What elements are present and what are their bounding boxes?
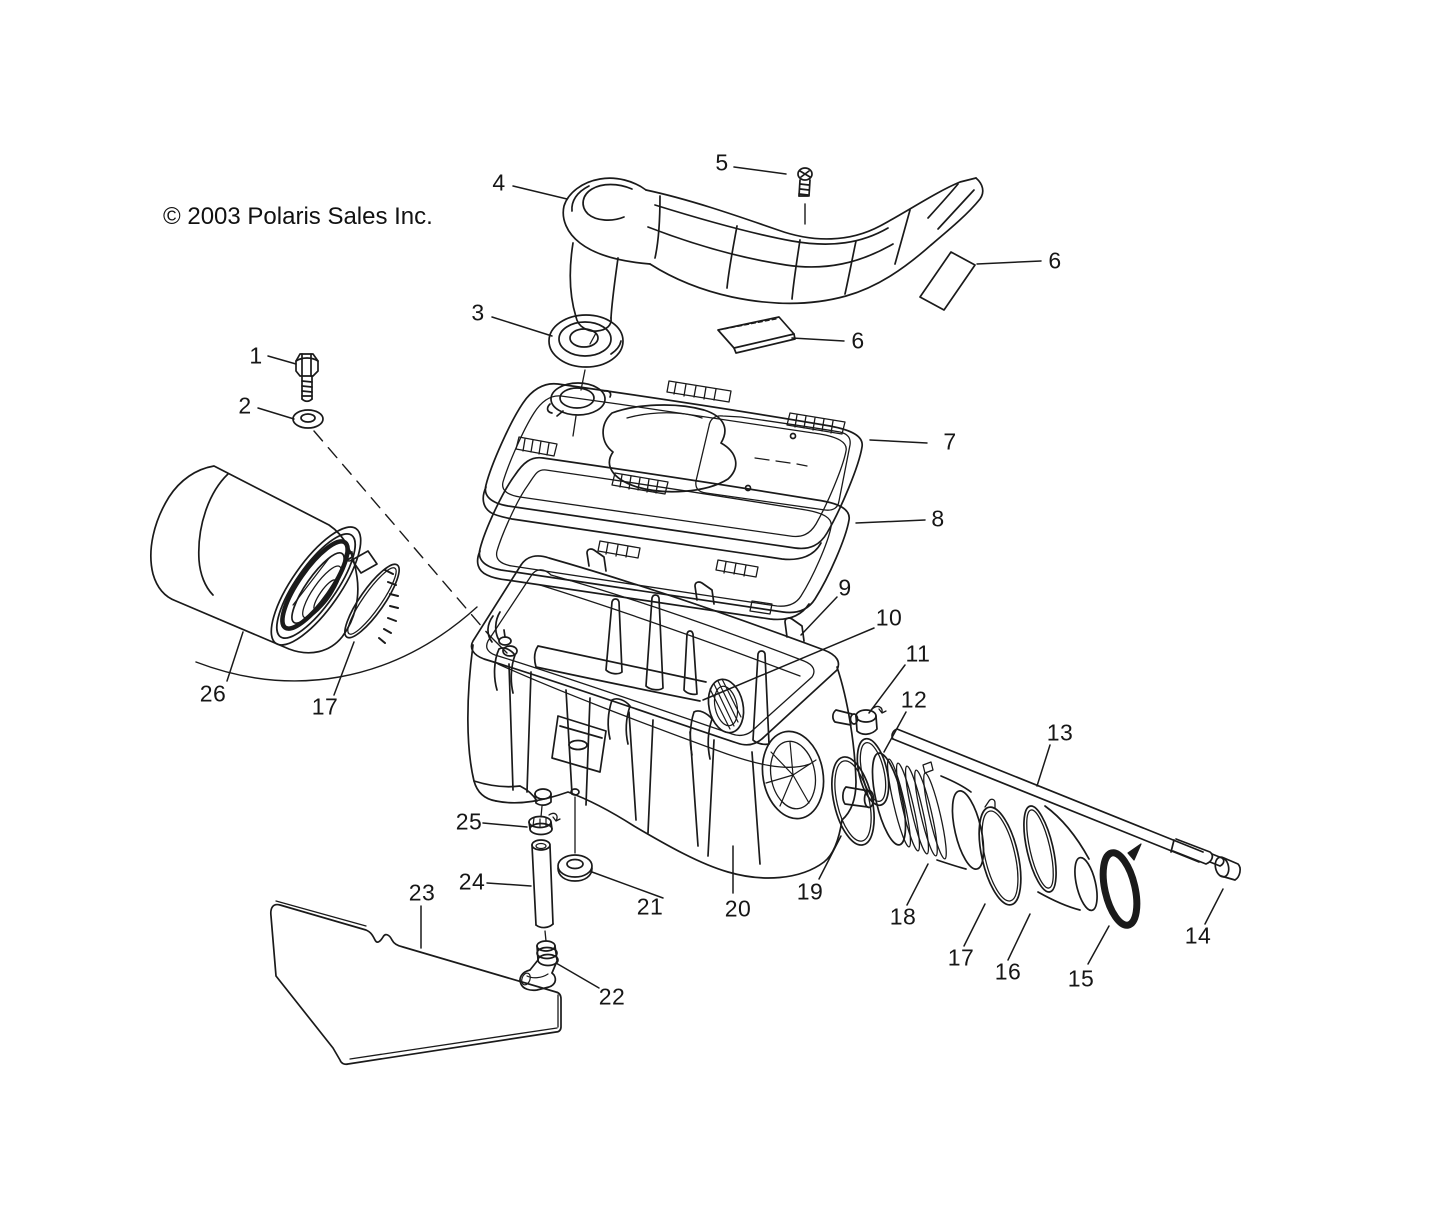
part-12-o-ring xyxy=(852,736,895,809)
callout-6-right: 6 xyxy=(1048,247,1062,274)
callout-9: 9 xyxy=(838,574,852,601)
part-8-seal xyxy=(478,458,850,620)
part-22-drain-fitting xyxy=(520,941,558,990)
part-5-screw xyxy=(798,168,812,224)
part-4-intake-duct xyxy=(563,178,983,344)
copyright-text: © 2003 Polaris Sales Inc. xyxy=(163,203,433,230)
part-11-cap xyxy=(856,706,886,734)
callout-10: 10 xyxy=(875,604,903,631)
part-24-drain-tube xyxy=(532,840,553,941)
part-16-boot xyxy=(1017,803,1101,912)
assembly-axis-curve xyxy=(196,607,477,681)
callout-12: 12 xyxy=(900,686,928,713)
callout-7: 7 xyxy=(943,428,957,455)
callout-18: 18 xyxy=(889,903,917,930)
part-6-decal-middle xyxy=(718,317,795,353)
part-14-cap xyxy=(1213,856,1240,880)
callout-20: 20 xyxy=(724,895,752,922)
callout-14: 14 xyxy=(1184,922,1212,949)
callout-25: 25 xyxy=(455,808,483,835)
callout-8: 8 xyxy=(931,505,945,532)
callout-21: 21 xyxy=(636,893,664,920)
part-26-air-filter xyxy=(151,466,376,657)
callout-3: 3 xyxy=(471,299,485,326)
part-18-bellows-boot xyxy=(866,750,990,872)
part-23-seal-panel xyxy=(271,901,561,1064)
part-19-gasket xyxy=(824,753,881,849)
callout-2: 2 xyxy=(238,392,252,419)
callout-16: 16 xyxy=(994,958,1022,985)
part-15-clamp-ring xyxy=(1097,844,1143,928)
part-17-hose-clamp-left xyxy=(337,551,407,644)
callout-5: 5 xyxy=(715,149,729,176)
part-3-grommet xyxy=(549,315,623,436)
callout-17-right: 17 xyxy=(947,944,975,971)
callout-1: 1 xyxy=(249,342,263,369)
callout-24: 24 xyxy=(458,868,486,895)
callout-22: 22 xyxy=(598,983,626,1010)
part-25-clamp xyxy=(529,813,560,834)
callout-19: 19 xyxy=(796,878,824,905)
part-21-grommet-washer xyxy=(558,797,592,881)
callout-4: 4 xyxy=(492,169,506,196)
part-1-bolt xyxy=(296,354,318,401)
part-13-rod xyxy=(892,729,1224,866)
callout-6-middle: 6 xyxy=(851,327,865,354)
part-7-cover xyxy=(483,381,862,559)
part-17-ring-right xyxy=(971,799,1029,909)
callout-26: 26 xyxy=(199,680,227,707)
callout-13: 13 xyxy=(1046,719,1074,746)
callout-11: 11 xyxy=(905,640,931,667)
callout-23: 23 xyxy=(408,879,436,906)
part-20-air-box xyxy=(468,549,858,878)
callout-15: 15 xyxy=(1067,965,1095,992)
part-6-decal-right xyxy=(920,252,975,310)
leader-lines xyxy=(227,167,1223,988)
part-2-washer xyxy=(293,410,507,653)
callout-17-left: 17 xyxy=(311,693,339,720)
